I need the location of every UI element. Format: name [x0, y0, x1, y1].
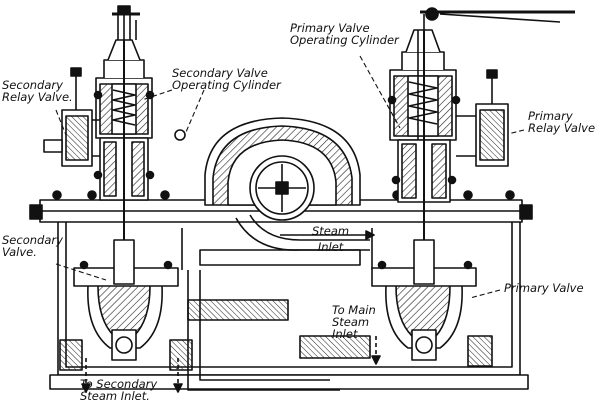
steam-inlet-dome	[204, 117, 370, 251]
label-secondary-relay-valve: Secondary Relay Valve.	[2, 79, 73, 103]
label-to-main-steam-inlet: To Main Steam Inlet	[332, 304, 376, 340]
label-line: Relay Valve.	[2, 90, 73, 104]
secondary-valve-chamber	[59, 239, 193, 393]
label-line: Steam Inlet.	[80, 389, 150, 403]
label-line: Steam	[312, 224, 350, 238]
leader-lines	[55, 55, 525, 299]
label-primary-valve-operating-cylinder: Primary Valve Operating Cylinder	[290, 22, 399, 46]
label-line: Primary Valve	[290, 21, 370, 35]
primary-valve-chamber	[299, 239, 493, 367]
secondary-relay-valve	[43, 67, 100, 167]
label-primary-relay-valve: Primary Relay Valve	[528, 110, 595, 134]
label-to-secondary-steam-inlet: To Secondary Steam Inlet.	[80, 378, 157, 402]
label-line: Valve.	[2, 245, 37, 259]
primary-operating-cylinder	[387, 7, 575, 270]
label-line: Relay Valve	[528, 121, 596, 135]
label-line: Steam	[332, 315, 370, 329]
label-line: Primary	[528, 109, 573, 123]
label-line: To Main	[332, 303, 376, 317]
label-line: To Secondary	[80, 377, 158, 391]
label-primary-valve: Primary Valve	[504, 282, 584, 294]
primary-relay-valve	[456, 69, 509, 167]
label-line: Secondary	[2, 233, 63, 247]
label-line: Secondary Valve	[172, 66, 268, 80]
label-line: Inlet	[332, 327, 358, 341]
secondary-operating-cylinder	[93, 5, 186, 270]
label-line: Operating Cylinder	[290, 33, 399, 47]
label-line: Inlet	[317, 240, 344, 254]
steam-inlet-arrow	[280, 230, 375, 240]
label-line: Operating Cylinder	[172, 78, 281, 92]
label-secondary-valve: Secondary Valve.	[2, 234, 63, 258]
label-steam-inlet: Steam Inlet	[312, 225, 349, 253]
main-casting	[29, 190, 533, 391]
label-secondary-valve-operating-cylinder: Secondary Valve Operating Cylinder	[172, 67, 281, 91]
label-line: Secondary	[2, 78, 63, 92]
label-line: Primary Valve	[504, 281, 584, 295]
